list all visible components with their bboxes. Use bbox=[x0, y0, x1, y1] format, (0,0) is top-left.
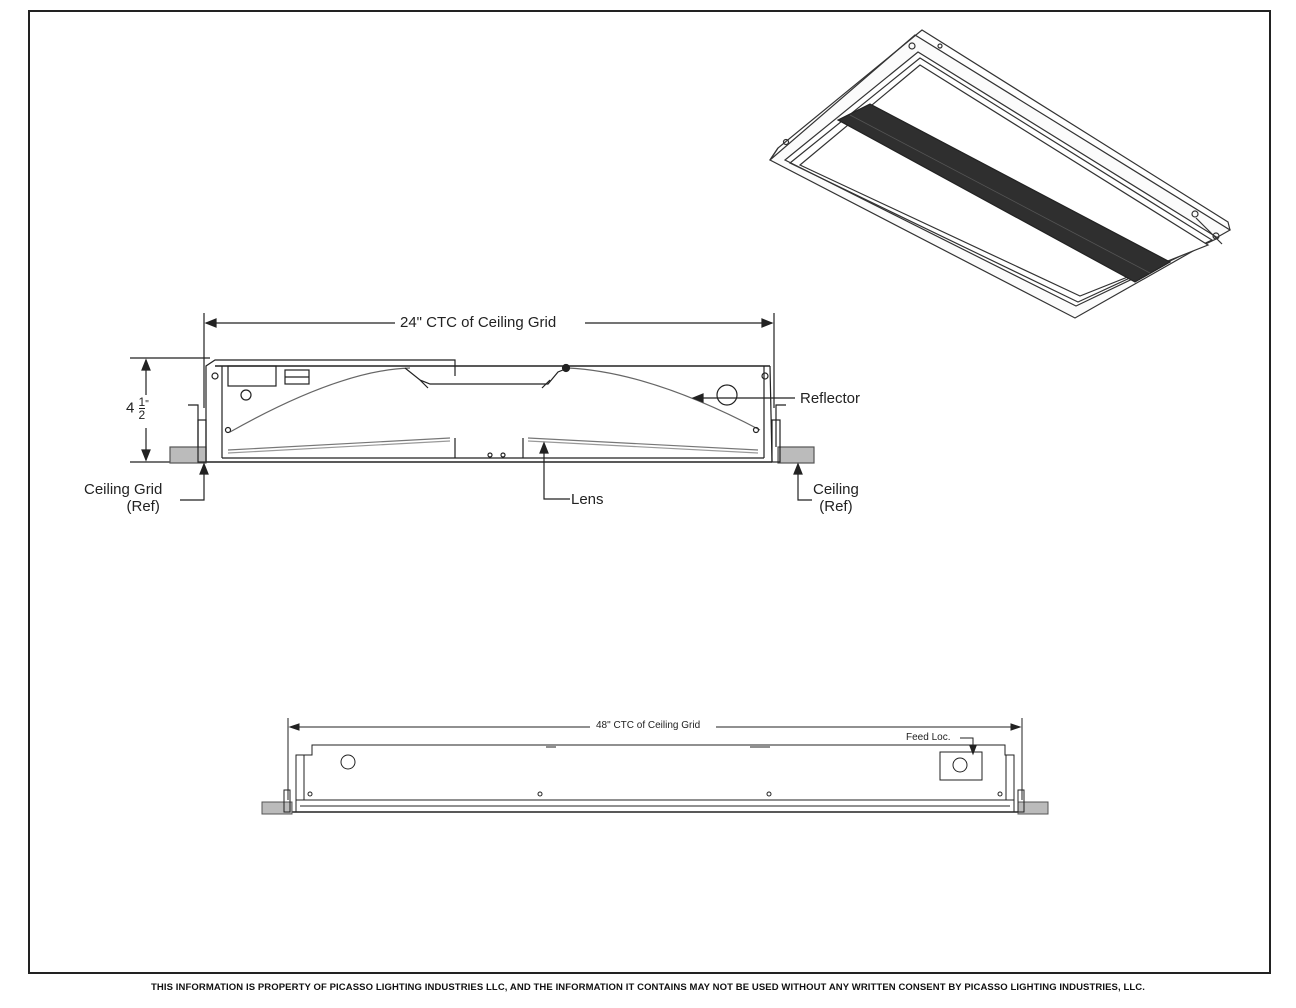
height-unit: " bbox=[145, 399, 149, 410]
feed-location-label: Feed Loc. bbox=[906, 732, 951, 743]
height-denominator: 2 bbox=[138, 408, 146, 422]
length-dimension-label: 48" CTC of Ceiling Grid bbox=[596, 720, 701, 731]
height-whole: 4 bbox=[126, 399, 135, 417]
ceiling-label: Ceiling (Ref) bbox=[813, 481, 859, 515]
height-fraction: 1 2 bbox=[138, 395, 146, 422]
ceiling-label-line1: Ceiling bbox=[813, 481, 859, 498]
ceiling-grid-label: Ceiling Grid (Ref) bbox=[84, 481, 162, 515]
width-dimension-label: 24" CTC of Ceiling Grid bbox=[400, 314, 557, 331]
ceiling-label-line2: (Ref) bbox=[819, 498, 853, 515]
reflector-label: Reflector bbox=[800, 390, 861, 407]
ceiling-grid-label-line2: (Ref) bbox=[126, 498, 160, 515]
ceiling-grid-label-line1: Ceiling Grid bbox=[84, 481, 163, 498]
drawing-border bbox=[28, 10, 1271, 974]
ownership-notice: THIS INFORMATION IS PROPERTY OF PICASSO … bbox=[151, 982, 1145, 993]
lens-label: Lens bbox=[571, 491, 604, 508]
height-dimension-label: 4 1 2 " bbox=[126, 396, 149, 421]
height-numerator: 1 bbox=[138, 395, 146, 409]
